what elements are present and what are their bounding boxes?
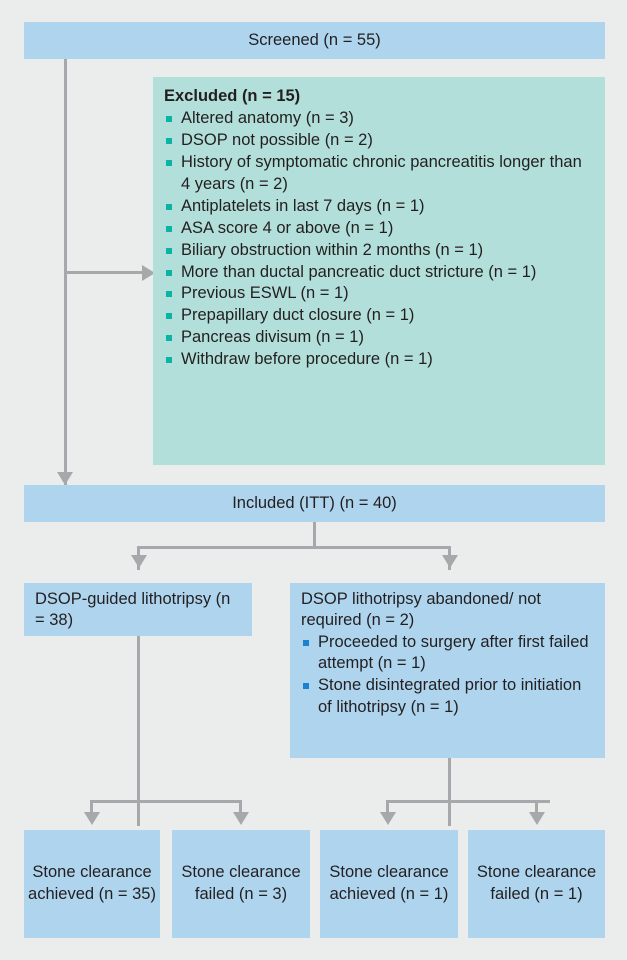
arm-right-item: Proceeded to surgery after first failed …: [301, 632, 595, 675]
arrowhead-arm-left: [130, 555, 147, 568]
excluded-item: Altered anatomy (n = 3): [164, 108, 595, 129]
node-screened-label: Screened (n = 55): [248, 30, 381, 49]
arrowhead-outcome-3: [379, 812, 396, 825]
excluded-item: Pancreas divisum (n = 1): [164, 327, 595, 348]
arrowhead-outcome-2: [232, 812, 249, 825]
arm-right-label: DSOP lithotripsy abandoned/ not required…: [301, 590, 542, 630]
connector-outcome2-drop: [239, 800, 242, 819]
excluded-item: Previous ESWL (n = 1): [164, 283, 595, 304]
outcome-3-label: Stone clearance achieved (n = 1): [329, 863, 449, 903]
arrowhead-outcome-4: [528, 812, 545, 825]
arm-left-label: DSOP-guided lithotripsy (n = 38): [35, 590, 231, 630]
node-excluded: Excluded (n = 15) Altered anatomy (n = 3…: [153, 77, 605, 465]
excluded-heading: Excluded (n = 15): [164, 87, 301, 105]
arm-right-list: Proceeded to surgery after first failed …: [301, 632, 595, 718]
connector-included-stem: [313, 522, 316, 548]
node-arm-left: DSOP-guided lithotripsy (n = 38): [24, 583, 252, 636]
arm-right-item: Stone disintegrated prior to initiation …: [301, 675, 595, 718]
connector-arm-left-split: [90, 800, 242, 803]
excluded-list: Altered anatomy (n = 3) DSOP not possibl…: [164, 108, 595, 370]
arrowhead-outcome-1: [83, 812, 100, 825]
node-included: Included (ITT) (n = 40): [24, 485, 605, 522]
excluded-item: DSOP not possible (n = 2): [164, 130, 595, 151]
connector-arm-left-stem: [137, 636, 140, 826]
arrowhead-to-excluded: [142, 264, 155, 281]
connector-outcome4-drop: [535, 800, 538, 819]
node-arm-right: DSOP lithotripsy abandoned/ not required…: [290, 583, 605, 758]
arrowhead-arm-right: [441, 555, 458, 568]
excluded-item: Antiplatelets in last 7 days (n = 1): [164, 196, 595, 217]
excluded-item: History of symptomatic chronic pancreati…: [164, 152, 595, 195]
excluded-item: ASA score 4 or above (n = 1): [164, 218, 595, 239]
excluded-item: More than ductal pancreatic duct strictu…: [164, 262, 595, 283]
excluded-item: Biliary obstruction within 2 months (n =…: [164, 240, 595, 261]
node-included-label: Included (ITT) (n = 40): [232, 493, 397, 512]
connector-outcome3-drop: [386, 800, 389, 819]
outcome-1-label: Stone clearance achieved (n = 35): [28, 863, 156, 903]
connector-arm-right-split: [386, 800, 550, 803]
node-outcome-4: Stone clearance failed (n = 1): [468, 830, 605, 938]
excluded-item: Prepapillary duct closure (n = 1): [164, 305, 595, 326]
excluded-item: Withdraw before procedure (n = 1): [164, 349, 595, 370]
arrowhead-to-included: [57, 472, 73, 485]
connector-included-split: [137, 546, 451, 549]
connector-to-excluded: [64, 271, 145, 274]
connector-arm-right-stem: [448, 758, 451, 826]
node-outcome-2: Stone clearance failed (n = 3): [172, 830, 310, 938]
node-outcome-3: Stone clearance achieved (n = 1): [320, 830, 458, 938]
node-outcome-1: Stone clearance achieved (n = 35): [24, 830, 160, 938]
outcome-4-label: Stone clearance failed (n = 1): [476, 863, 597, 903]
node-screened: Screened (n = 55): [24, 22, 605, 59]
connector-outcome1-drop: [90, 800, 93, 819]
outcome-2-label: Stone clearance failed (n = 3): [181, 863, 301, 903]
